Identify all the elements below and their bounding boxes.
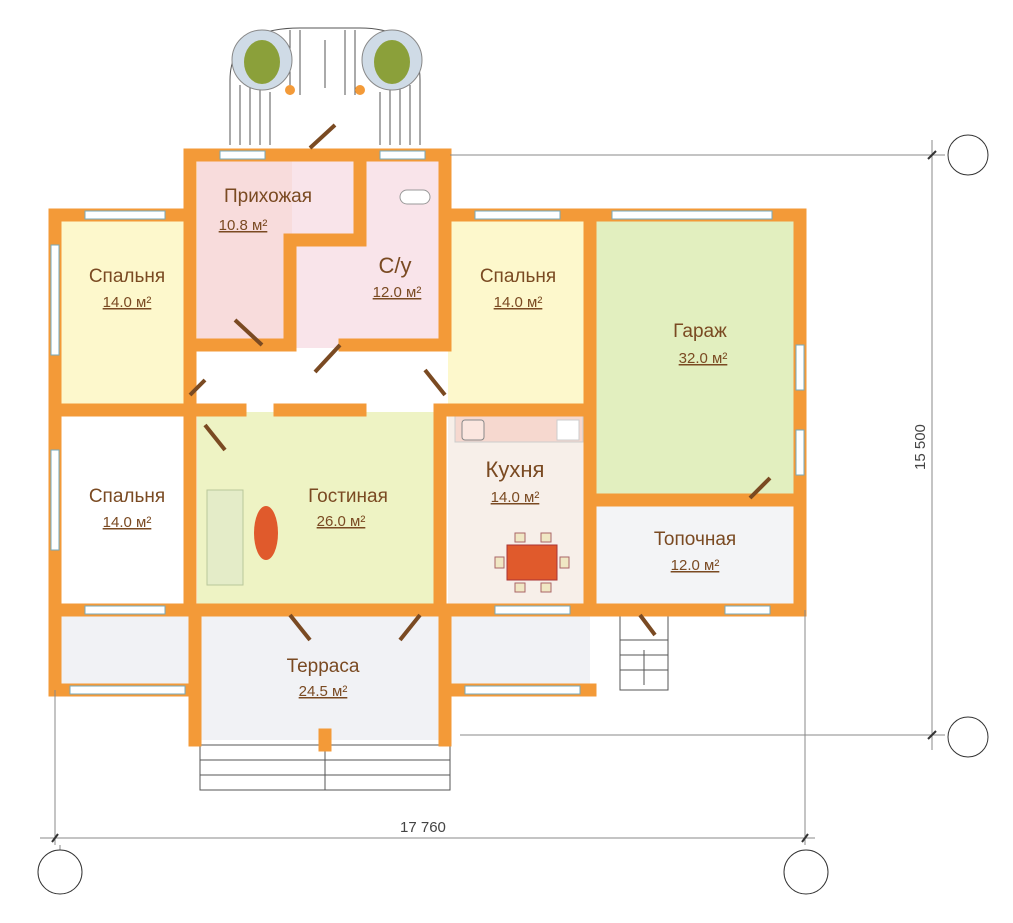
bedroom2-name: Спальня	[480, 266, 556, 287]
axis-marker	[37, 849, 83, 895]
room-fills	[60, 158, 800, 740]
axis-marker	[783, 849, 829, 895]
terrace-area: 24.5 м²	[299, 683, 348, 700]
bathroom-area: 12.0 м²	[373, 284, 422, 301]
kitchen-name: Кухня	[486, 457, 545, 482]
stove	[556, 419, 580, 441]
room-labels: Прихожая 10.8 м² С/у 12.0 м² Спальня 14.…	[89, 186, 736, 700]
terrace-name: Терраса	[287, 656, 360, 677]
axis-marker	[947, 716, 989, 758]
boiler-area: 12.0 м²	[671, 557, 720, 574]
bathroom-name: С/у	[379, 253, 412, 278]
bedroom-bottom-left-floor	[60, 415, 190, 607]
boiler-name: Топочная	[654, 529, 736, 550]
dimension-lines: 17 760 15 500	[37, 134, 989, 895]
living-name: Гостиная	[308, 486, 388, 507]
bedroom1-area: 14.0 м²	[103, 294, 152, 311]
kitchen-area: 14.0 м²	[491, 489, 540, 506]
garage-name: Гараж	[673, 321, 727, 342]
sofa	[206, 489, 244, 586]
walls	[48, 123, 807, 752]
garage-area: 32.0 м²	[679, 350, 728, 367]
height-dimension: 15 500	[912, 424, 929, 470]
bedroom2-area: 14.0 м²	[494, 294, 543, 311]
terrace-stairs	[199, 744, 451, 791]
hall-area: 10.8 м²	[219, 217, 268, 234]
bedroom-top-left-floor	[60, 218, 190, 408]
bedroom-right-floor	[448, 218, 588, 408]
doors	[188, 123, 772, 642]
boiler-stairs	[619, 614, 669, 691]
bedroom1-name: Спальня	[89, 266, 165, 287]
furniture	[206, 189, 584, 593]
axis-marker	[947, 134, 989, 176]
bedroom3-name: Спальня	[89, 486, 165, 507]
coffee-table	[254, 506, 278, 560]
toilet	[399, 189, 431, 205]
width-dimension: 17 760	[400, 819, 446, 836]
windows	[50, 150, 805, 695]
entrance-porch	[229, 27, 423, 145]
bedroom3-area: 14.0 м²	[103, 514, 152, 531]
bathroom-floor	[292, 158, 444, 348]
hall-name: Прихожая	[224, 186, 312, 207]
sink	[461, 419, 485, 441]
garage-floor	[595, 218, 800, 498]
living-area: 26.0 м²	[317, 513, 366, 530]
boiler-floor	[595, 500, 800, 608]
dining-table	[506, 544, 558, 581]
